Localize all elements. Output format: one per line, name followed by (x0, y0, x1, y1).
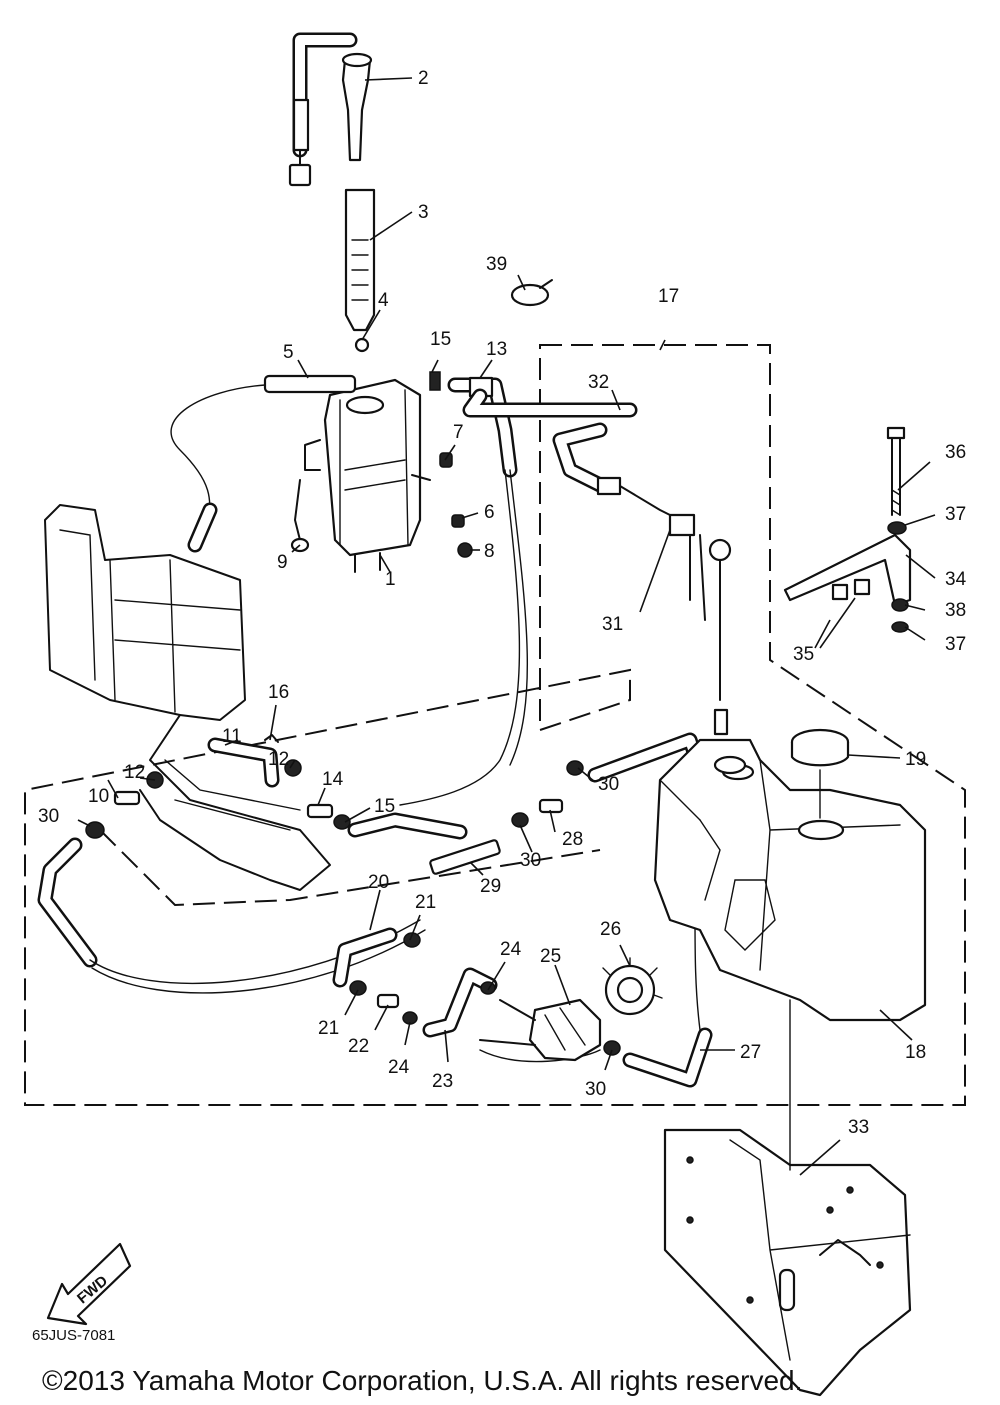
callout-30a: 30 (38, 806, 59, 827)
callout-38: 38 (945, 600, 966, 621)
pad-35b (853, 578, 871, 596)
callout-24a: 24 (388, 1057, 410, 1078)
callout-27: 27 (740, 1042, 761, 1063)
wire-9 (294, 479, 301, 541)
callout-29: 29 (480, 876, 501, 897)
callout-12a: 12 (124, 762, 145, 783)
sub-oil-tank (653, 738, 927, 1022)
callout-22: 22 (348, 1036, 369, 1057)
callout-8: 8 (484, 541, 495, 562)
collar-6 (451, 514, 465, 528)
clamp-12b (284, 759, 302, 777)
callout-23: 23 (432, 1071, 453, 1092)
clip-16 (264, 734, 279, 743)
callout-5: 5 (283, 342, 294, 363)
gauge-sleeve (344, 188, 376, 332)
washer-37b (891, 621, 909, 633)
clamp-15a (429, 371, 441, 391)
bolt-36 (886, 426, 906, 516)
callout-25: 25 (540, 946, 561, 967)
callout-13: 13 (486, 339, 507, 360)
joint-14 (306, 803, 334, 819)
callout-7: 7 (453, 422, 464, 443)
assembly-outline-inner (99, 829, 601, 907)
callout-16: 16 (268, 682, 289, 703)
connector-31b (668, 513, 696, 537)
washer-4 (354, 337, 370, 353)
callout-20: 20 (368, 872, 389, 893)
callout-30c: 30 (520, 850, 541, 871)
strainer (602, 957, 663, 1016)
hose-29 (429, 839, 501, 875)
clamp-30d (603, 1040, 621, 1056)
callout-10: 10 (88, 786, 109, 807)
callout-9: 9 (277, 552, 288, 573)
tank-bracket (783, 533, 912, 607)
callout-1: 1 (385, 569, 396, 590)
bolt-8 (457, 542, 473, 558)
oil-level-gauge (288, 32, 373, 187)
wire-harness (462, 376, 747, 775)
clamp-30a (85, 821, 105, 839)
clamp-30b (566, 760, 584, 776)
leader-lines (77, 77, 936, 1176)
washers (887, 521, 909, 633)
hose-5 (263, 374, 357, 394)
clip-7 (439, 452, 453, 468)
callout-2: 2 (418, 68, 429, 89)
fwd-arrow: FWD (46, 1242, 132, 1326)
callout-39: 39 (486, 254, 507, 275)
clamp-15b (333, 814, 351, 830)
callout-30d: 30 (585, 1079, 606, 1100)
joint-10 (113, 790, 141, 806)
clamp-24b (480, 981, 496, 995)
callout-24b: 24 (500, 939, 522, 960)
connector-31a (596, 476, 622, 496)
callouts: 2 3 4 5 15 13 7 6 8 9 1 39 17 32 31 36 3… (38, 68, 967, 1138)
oil-tank (304, 378, 431, 573)
figure-code: 65JUS-7081 (32, 1327, 115, 1344)
callout-6: 6 (484, 502, 495, 523)
callout-37a: 37 (945, 504, 966, 525)
callout-31: 31 (602, 614, 623, 635)
clamp-30c (511, 812, 529, 828)
cap-39 (510, 279, 553, 307)
callout-21a: 21 (415, 892, 436, 913)
tank-cap (790, 728, 850, 819)
callout-17: 17 (658, 286, 679, 307)
callout-26: 26 (600, 919, 621, 940)
callout-14: 14 (322, 769, 344, 790)
callout-19: 19 (905, 749, 926, 770)
callout-33: 33 (848, 1117, 869, 1138)
callout-34: 34 (945, 569, 967, 590)
callout-18: 18 (905, 1042, 926, 1063)
joint-28 (538, 798, 564, 814)
callout-30b: 30 (598, 774, 619, 795)
callout-35: 35 (793, 644, 814, 665)
callout-36: 36 (945, 442, 966, 463)
callout-15b: 15 (374, 796, 395, 817)
base-plate (663, 999, 912, 1397)
callout-12b: 12 (268, 749, 289, 770)
callout-4: 4 (378, 290, 389, 311)
oil-pump (479, 998, 602, 1062)
callout-15a: 15 (430, 329, 451, 350)
joint-22 (376, 993, 400, 1009)
callout-11: 11 (222, 726, 242, 747)
assembly-outline-17 (24, 344, 966, 1106)
callout-3: 3 (418, 202, 429, 223)
callout-28: 28 (562, 829, 583, 850)
callout-21b: 21 (318, 1018, 339, 1039)
callout-37b: 37 (945, 634, 966, 655)
copyright-notice: ©2013 Yamaha Motor Corporation, U.S.A. A… (42, 1365, 802, 1396)
pad-35a (831, 583, 849, 601)
clamp-21b (349, 980, 367, 996)
callout-32: 32 (588, 372, 609, 393)
engine-block (44, 504, 331, 891)
washer-37a (887, 521, 907, 535)
